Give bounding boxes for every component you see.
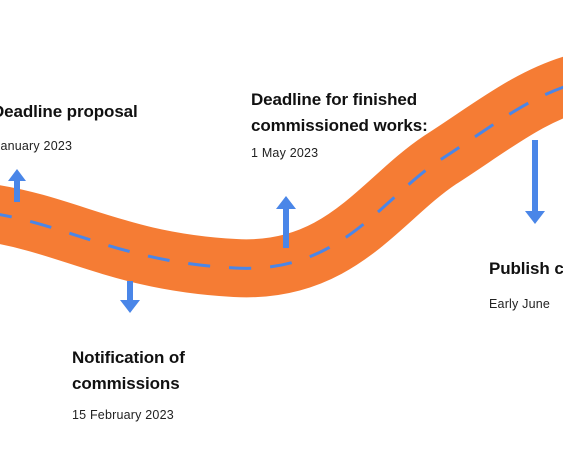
arrow-down-icon xyxy=(525,140,545,224)
milestone-title: Notification of commissions xyxy=(72,345,185,397)
milestone-date: 1 May 2023 xyxy=(251,146,319,160)
milestone-title-line: Notification of xyxy=(72,348,185,367)
arrow-up-icon xyxy=(8,169,26,202)
milestone-date: Early June xyxy=(489,297,551,311)
milestone-notification-of-commissions: Notification of commissions 15 February … xyxy=(72,345,185,422)
milestone-title: Deadline for finished commissioned works… xyxy=(251,87,428,139)
milestone-title: Publish c xyxy=(489,256,563,282)
milestone-title: Deadline proposal xyxy=(0,99,138,125)
milestone-title-line: Deadline for finished xyxy=(251,90,418,109)
arrow-up-icon xyxy=(276,196,296,248)
arrow-down-icon xyxy=(120,281,140,313)
milestone-publish: Publish c Early June xyxy=(489,256,563,311)
milestone-title-line: commissioned works: xyxy=(251,116,428,135)
milestone-date: 15 February 2023 xyxy=(72,408,174,422)
milestone-deadline-proposal: Deadline proposal January 2023 xyxy=(0,99,138,153)
milestone-title-line: commissions xyxy=(72,374,180,393)
milestone-title-line: Deadline proposal xyxy=(0,102,138,121)
milestone-deadline-finished-works: Deadline for finished commissioned works… xyxy=(251,87,428,160)
milestone-date: January 2023 xyxy=(0,139,73,153)
timeline-road xyxy=(0,56,563,298)
milestone-title-line: Publish c xyxy=(489,259,563,278)
